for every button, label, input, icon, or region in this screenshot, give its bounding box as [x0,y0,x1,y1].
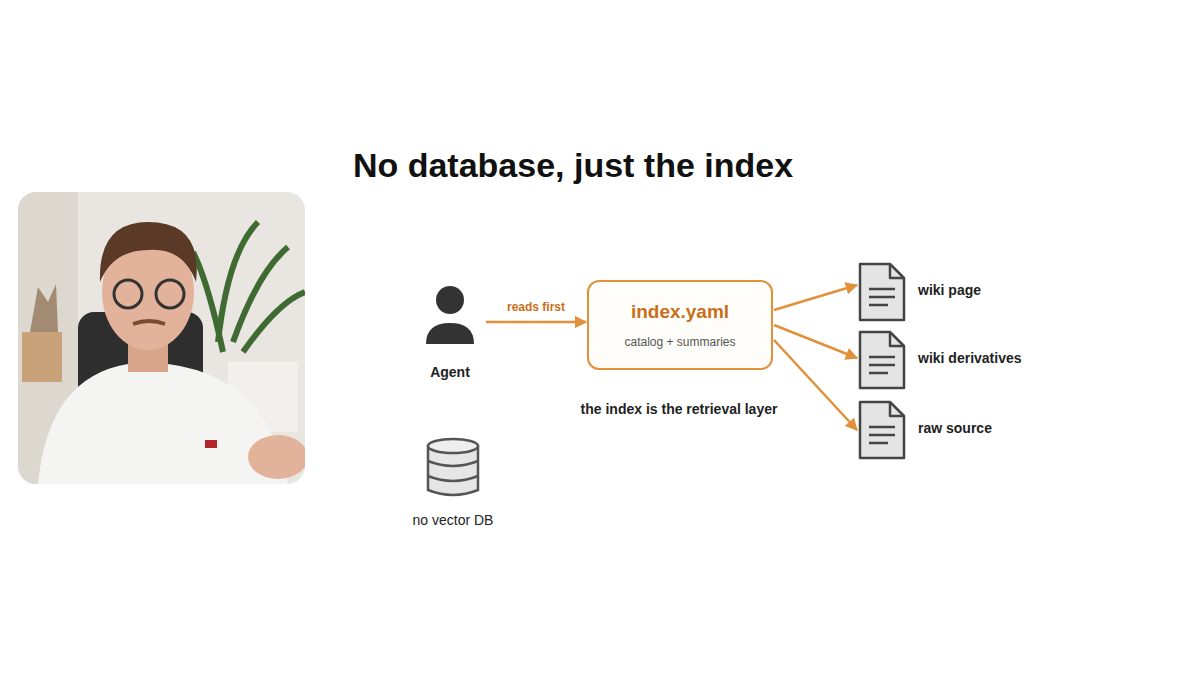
document-node: wiki derivatives [858,330,1048,390]
document-page [860,332,904,388]
database-top [428,439,478,453]
note-text: the index is the retrieval layer [529,401,829,417]
plant [193,222,305,352]
ornament [30,284,58,332]
box-heading: index.yaml [631,301,729,323]
document-label: raw source [918,420,992,436]
document-lines [869,427,895,443]
document-page [860,264,904,320]
person-icon [420,284,480,346]
document-fold [890,264,904,278]
index-box: index.yaml catalog + summaries [587,280,773,370]
document-icon [858,262,906,322]
document-page [860,402,904,458]
document-lines [869,289,895,305]
box-subtitle: catalog + summaries [624,335,735,349]
database-bands [428,461,478,481]
database-node: no vector DB [398,436,508,532]
document-lines [869,357,895,373]
connector-arrow [486,321,586,324]
agent-label: Agent [420,364,480,380]
document-node: wiki page [858,262,1048,322]
photo-content [18,192,305,484]
document-node: raw source [858,400,1048,460]
database-icon [425,436,481,500]
hand [248,435,305,479]
person-head [436,286,464,314]
connector-arrow [774,285,857,310]
connector-arrow [774,325,857,358]
glasses-right [156,280,184,308]
agent-node: Agent [420,284,480,382]
slide-title: No database, just the index [273,146,873,185]
person-body [426,323,474,344]
document-fold [890,402,904,416]
shirt-logo [205,440,217,448]
shirt [38,364,288,484]
connector-arrow [774,340,857,430]
document-icon [858,400,906,460]
database-label: no vector DB [398,512,508,528]
shelf [22,332,62,382]
document-fold [890,332,904,346]
hair [100,222,197,282]
document-label: wiki page [918,282,981,298]
document-label: wiki derivatives [918,350,1022,366]
connector-label: reads first [476,300,596,314]
document-icon [858,330,906,390]
moustache [133,321,165,324]
glasses-left [114,280,142,308]
webcam-photo [18,192,305,484]
